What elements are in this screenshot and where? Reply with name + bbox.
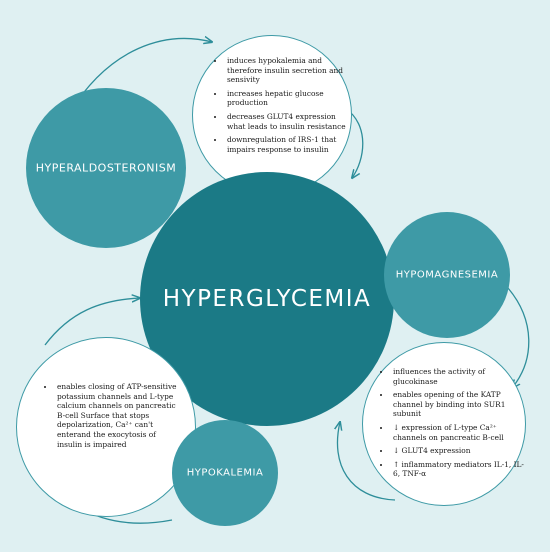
hypokalemia-effects-circle: enables closing of ATP-sensitive potassi… — [16, 337, 196, 517]
hypokalemia-effects-list: enables closing of ATP-sensitive potassi… — [43, 382, 179, 453]
list-item: downregulation of IRS-1 that impairs res… — [225, 135, 349, 154]
hyperaldosteronism-circle: HYPERALDOSTERONISM — [26, 88, 186, 248]
list-item: ↓ expression of L-type Ca²⁺ channels on … — [391, 423, 525, 442]
hypomagnesemia-circle: HYPOMAGNESEMIA — [384, 212, 510, 338]
list-item: decreases GLUT4 expression what leads to… — [225, 112, 349, 131]
hypomagnesemia-label: HYPOMAGNESEMIA — [395, 269, 499, 281]
hypomagnesemia-effects-circle: influences the activity of glucokinase e… — [362, 342, 526, 506]
arrow-hypomag-to-effects — [507, 287, 530, 388]
hypomagnesemia-effects-list: influences the activity of glucokinase e… — [379, 367, 525, 483]
list-item: ↓ GLUT4 expression — [391, 446, 525, 456]
arrow-hypokalemia-effects-to-hyperglycemia — [44, 298, 140, 346]
list-item: influences the activity of glucokinase — [391, 367, 525, 386]
hyperaldosteronism-effects-circle: induces hypokalemia and therefore insuli… — [192, 35, 352, 195]
list-item: induces hypokalemia and therefore insuli… — [225, 56, 349, 85]
hyperaldosteronism-effects-list: induces hypokalemia and therefore insuli… — [213, 56, 349, 158]
hyperaldosteronism-label: HYPERALDOSTERONISM — [35, 161, 177, 175]
hypokalemia-label: HYPOKALEMIA — [186, 467, 264, 479]
list-item: ↑ inflammatory mediators IL-1, IL-6, TNF… — [391, 460, 525, 479]
hyperglycemia-label: HYPERGLYCEMIA — [162, 286, 372, 312]
list-item: increases hepatic glucose production — [225, 89, 349, 108]
list-item: enables opening of the KATP channel by b… — [391, 390, 525, 419]
arrow-hypomag-effects-to-hyperglycemia — [337, 422, 396, 501]
list-item: enables closing of ATP-sensitive potassi… — [55, 382, 179, 449]
hypokalemia-circle: HYPOKALEMIA — [172, 420, 278, 526]
